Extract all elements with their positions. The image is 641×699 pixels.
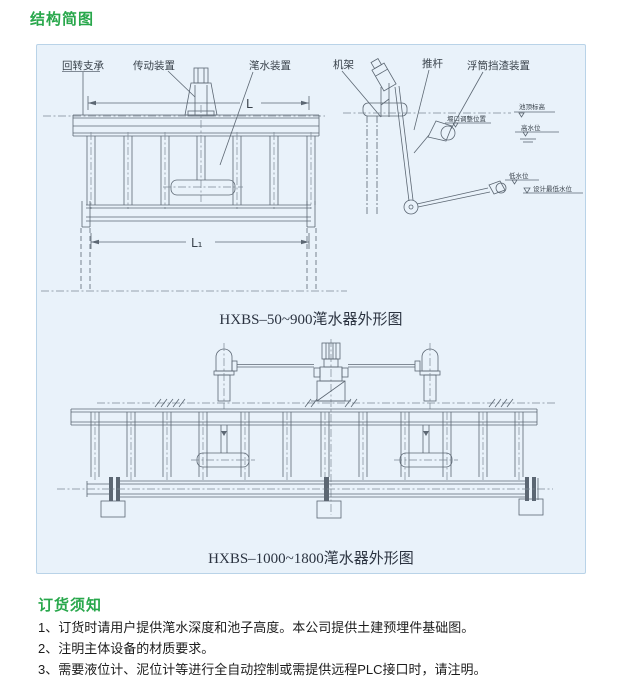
label-push-rod: 推杆 <box>422 57 443 70</box>
label-design-lowest-water-level: 设计最低水位 <box>533 184 573 193</box>
label-low-water-level: 低水位 <box>509 171 529 180</box>
caption-hxbs-50-900: HXBS–50~900滗水器外形图 <box>219 312 403 328</box>
ordering-notes: 1、订货时请用户提供滗水深度和池子高度。本公司提供土建预埋件基础图。 2、注明主… <box>38 617 608 680</box>
ordering-note-1: 1、订货时请用户提供滗水深度和池子高度。本公司提供土建预埋件基础图。 <box>38 620 475 635</box>
ordering-note-2: 2、注明主体设备的材质要求。 <box>38 641 215 656</box>
side-view-drawing <box>341 57 583 215</box>
diagram-panel: 回转支承 传动装置 滗水装置 机架 推杆 浮筒挡渣装置 L L₁ 池顶标高 堰口… <box>36 44 586 574</box>
section-title-ordering: 订货须知 <box>38 597 103 614</box>
dimension-L: L <box>246 97 253 111</box>
label-decanting-device: 滗水装置 <box>249 59 291 72</box>
label-weir-position: 堰口调整位置 <box>447 114 487 123</box>
label-pool-top-level: 池顶标高 <box>519 102 546 111</box>
caption-hxbs-1000-1800: HXBS–1000~1800滗水器外形图 <box>208 551 414 567</box>
diagram-hxbs-50-900: 回转支承 传动装置 滗水装置 机架 推杆 浮筒挡渣装置 L L₁ 池顶标高 堰口… <box>41 57 583 292</box>
front-view-drawing <box>41 67 347 292</box>
ground-hatch-marks <box>154 398 514 408</box>
section-title-structure: 结构简图 <box>30 11 95 28</box>
large-decanter-drawing <box>57 339 557 519</box>
label-frame: 机架 <box>333 58 354 71</box>
diagram-hxbs-1000-1800 <box>57 339 557 519</box>
label-slewing-support: 回转支承 <box>62 59 104 72</box>
ladder-legs <box>90 412 524 481</box>
ordering-note-3: 3、需要液位计、泥位计等进行全自动控制或需提供远程PLC接口时，请注明。 <box>38 662 487 677</box>
dimension-L1: L₁ <box>191 236 203 250</box>
label-float-scum-baffle: 浮筒挡渣装置 <box>467 59 530 72</box>
label-high-water-level: 高水位 <box>521 123 541 132</box>
label-drive-unit: 传动装置 <box>133 59 175 72</box>
